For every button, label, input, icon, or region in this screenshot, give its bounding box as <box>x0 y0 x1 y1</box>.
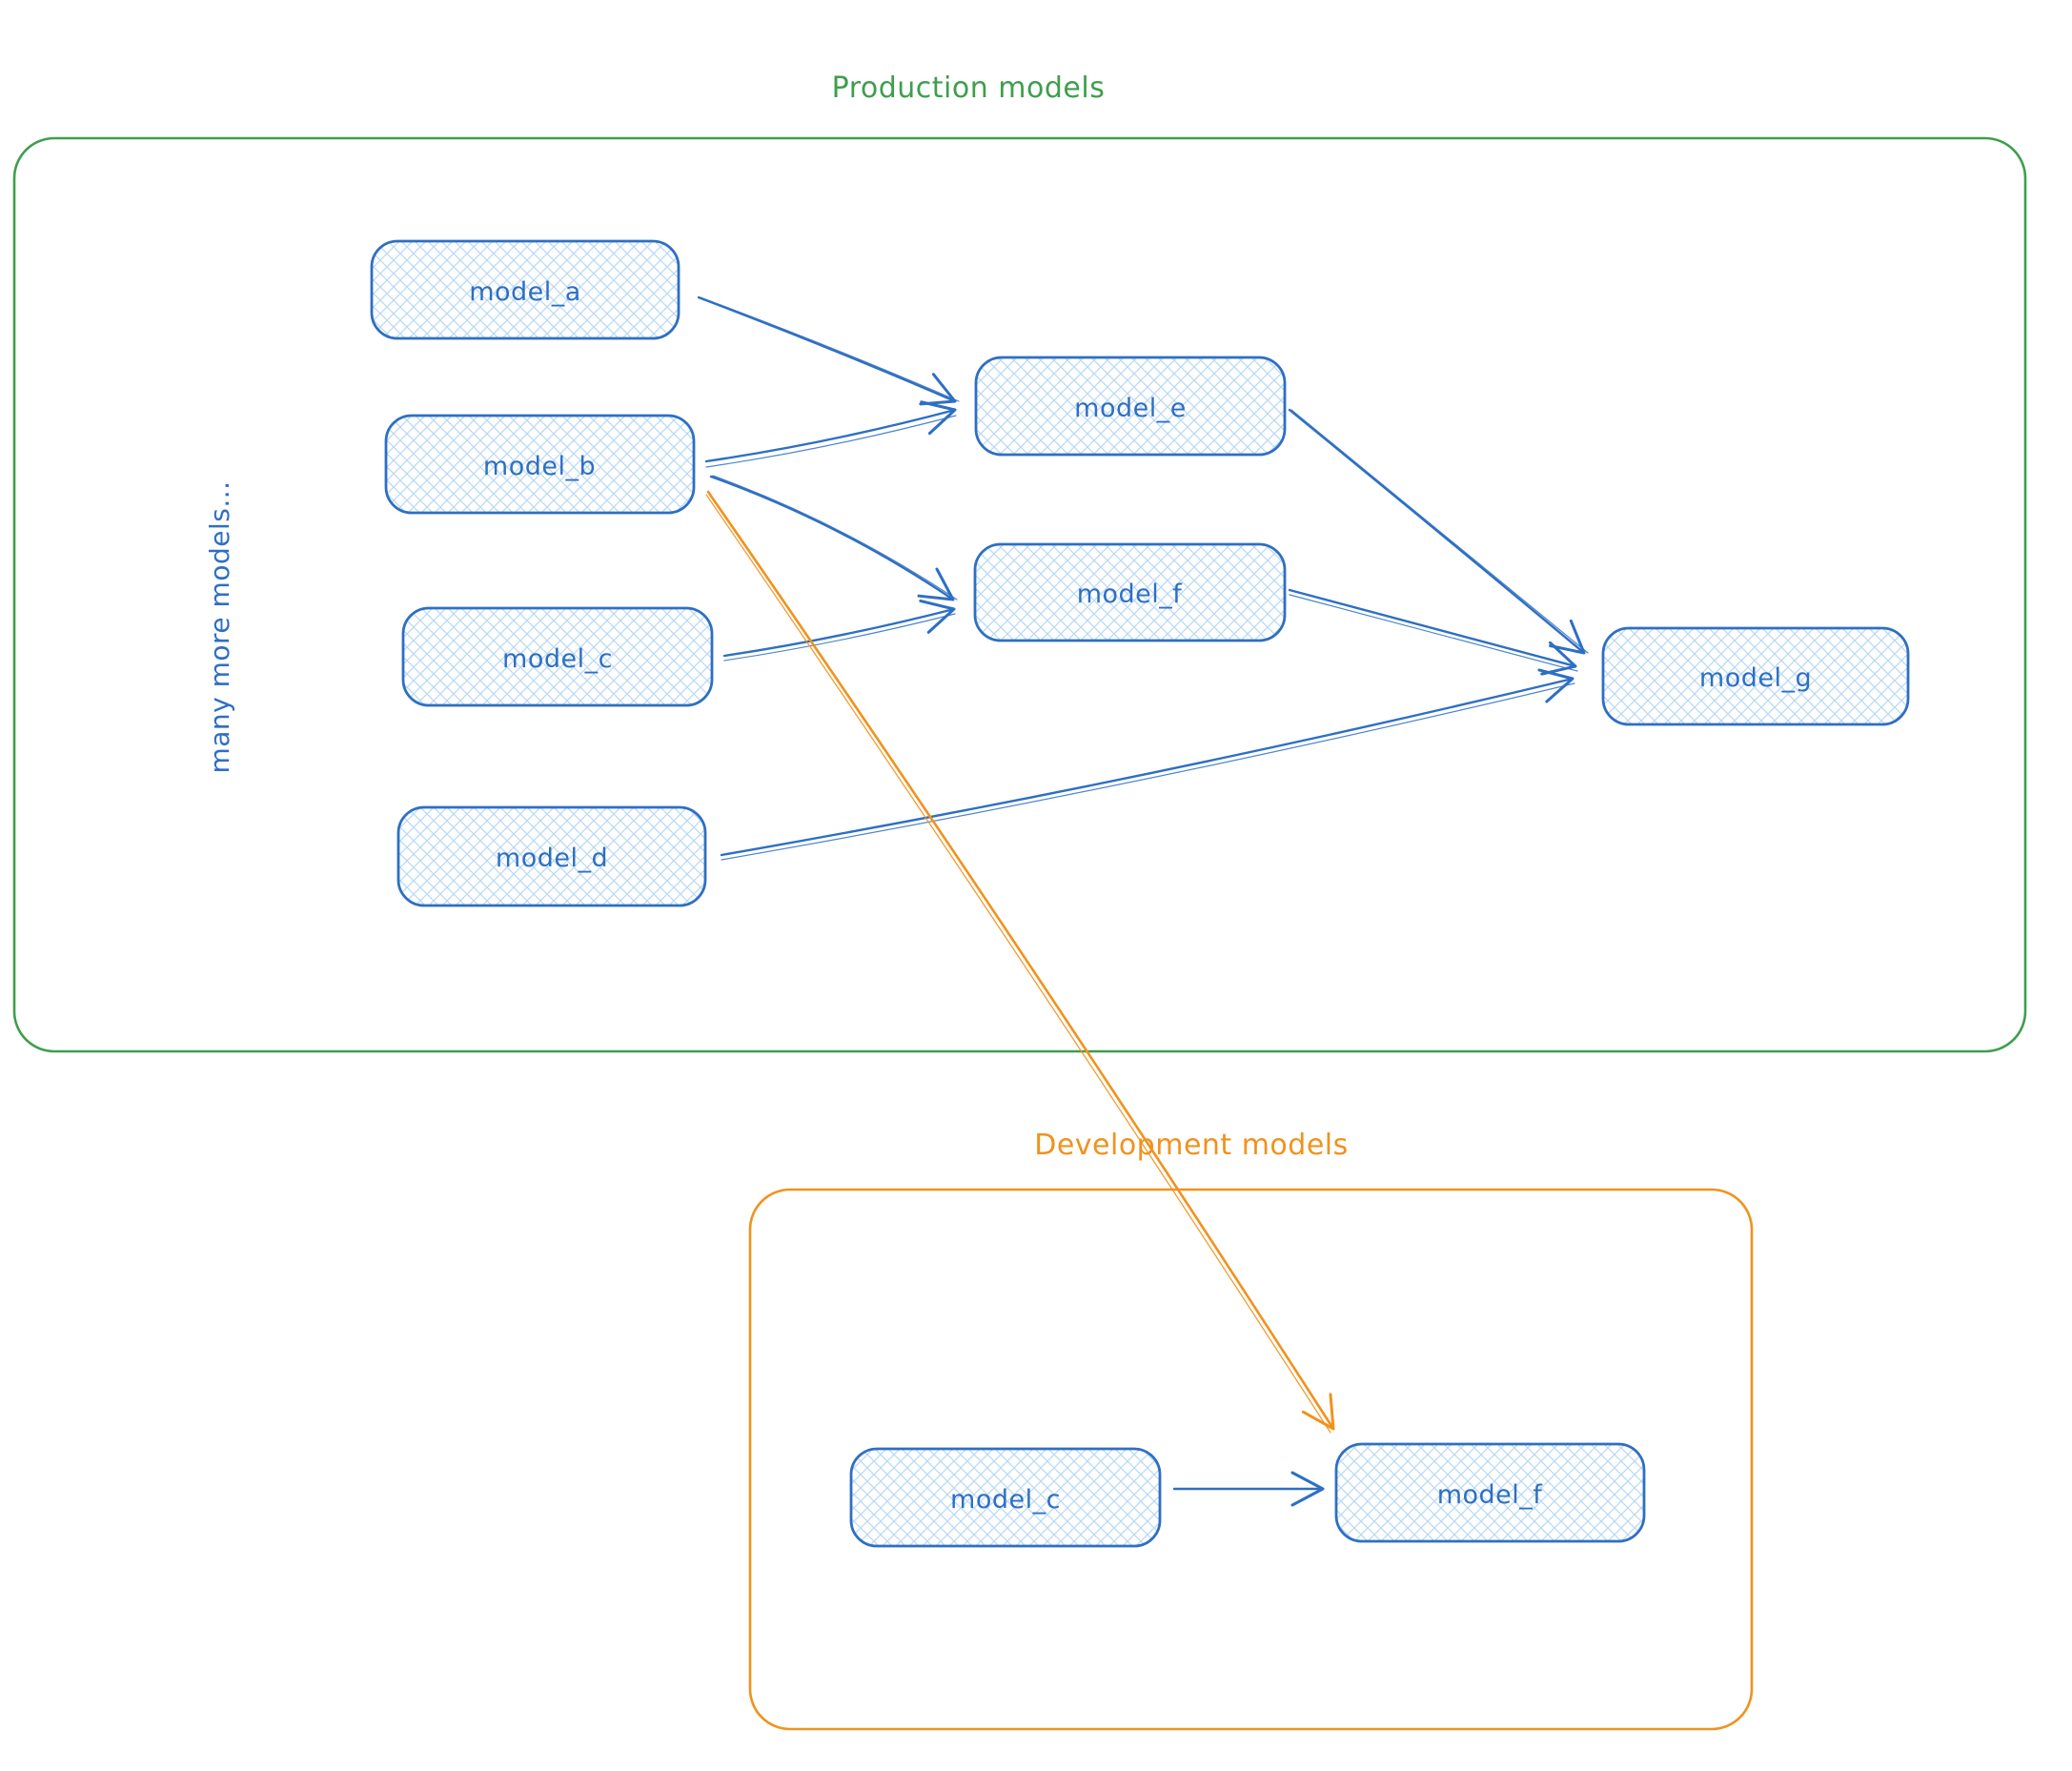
node-model-d: model_d <box>396 805 707 907</box>
node-model-g-label: model_g <box>1699 663 1812 693</box>
node-model-b: model_b <box>384 414 696 515</box>
node-dev-model-f: model_f <box>1334 1442 1646 1543</box>
edge-model-b-to-model-f <box>709 475 958 601</box>
edge-production-model-b-to-development-model-f <box>705 490 1335 1434</box>
node-model-e: model_e <box>974 356 1287 457</box>
edge-model-a-to-model-e <box>697 295 960 406</box>
development-title: Development models <box>1034 1129 1349 1162</box>
node-model-d-label: model_d <box>496 844 608 873</box>
edge-model-e-to-model-g <box>1288 408 1589 655</box>
node-model-f: model_f <box>973 542 1287 642</box>
node-model-a-label: model_a <box>469 277 581 307</box>
node-model-c: model_c <box>401 606 714 707</box>
edge-model-b-to-model-e <box>704 400 957 468</box>
production-title: Production models <box>832 71 1106 105</box>
node-model-g: model_g <box>1601 626 1910 726</box>
edge-model-f-to-model-g <box>1288 588 1578 676</box>
node-model-b-label: model_b <box>483 452 596 481</box>
development-box <box>748 1188 1754 1731</box>
node-model-f-label: model_f <box>1077 580 1184 609</box>
edge-model-c-to-model-f <box>722 599 956 662</box>
production-box <box>12 136 2027 1053</box>
node-dev-model-f-label: model_f <box>1437 1480 1544 1510</box>
edge-model-d-to-model-g <box>720 668 1575 861</box>
production-side-label: many more models... <box>204 480 235 773</box>
node-dev-model-c-label: model_c <box>950 1485 1061 1515</box>
node-model-a: model_a <box>370 239 681 340</box>
node-model-e-label: model_e <box>1074 394 1187 423</box>
node-dev-model-c: model_c <box>849 1447 1162 1548</box>
node-model-c-label: model_c <box>502 644 613 674</box>
